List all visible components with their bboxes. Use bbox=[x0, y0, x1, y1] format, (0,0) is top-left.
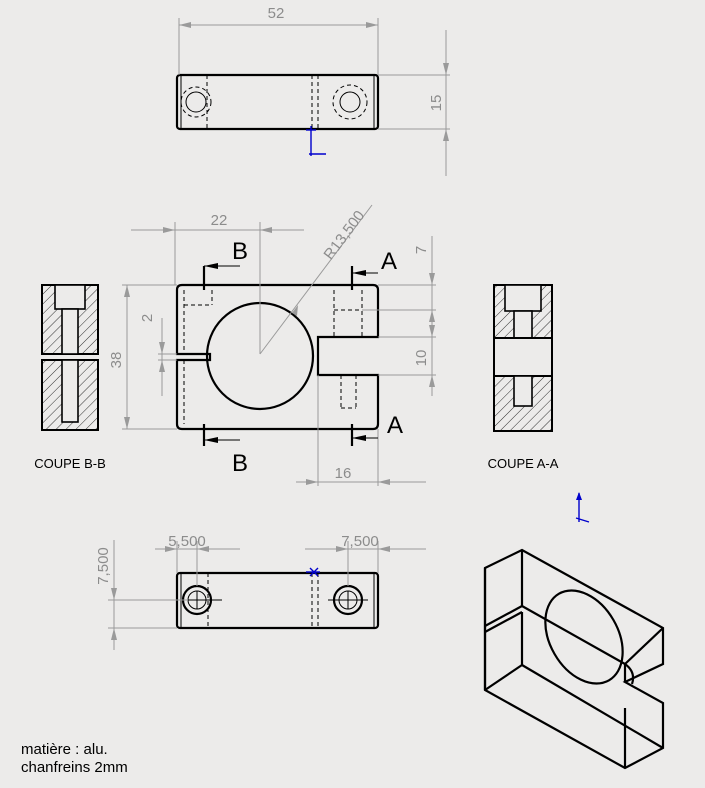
top-width-dim: 52 bbox=[268, 5, 285, 22]
section-b-top-label: B bbox=[232, 238, 248, 265]
height-dim: 38 bbox=[108, 352, 125, 369]
slot-depth-dim: 16 bbox=[335, 465, 352, 482]
section-a-bottom-label: A bbox=[387, 412, 403, 439]
bottom-origin-marker bbox=[306, 567, 320, 577]
isometric-view bbox=[483, 548, 665, 770]
front-view: R13,500 22 2 38 7 10 bbox=[108, 204, 436, 486]
front-offset-dim: 22 bbox=[211, 212, 228, 229]
bottom-view: 5,500 7,500 7,500 bbox=[95, 533, 426, 650]
bottom-left-x-dim: 5,500 bbox=[168, 533, 206, 550]
section-aa-caption: COUPE A-A bbox=[488, 456, 559, 471]
bottom-right-x-dim: 7,500 bbox=[341, 533, 379, 550]
top-height-dim: 15 bbox=[428, 95, 445, 112]
gap-dim: 2 bbox=[139, 314, 156, 322]
section-line-b: B B bbox=[202, 238, 248, 477]
section-bb-view: COUPE B-B bbox=[34, 284, 106, 471]
section-bb-caption: COUPE B-B bbox=[34, 456, 106, 471]
origin-marker bbox=[306, 126, 326, 156]
section-line-a: A A bbox=[350, 248, 403, 446]
slot-width-dim: 10 bbox=[413, 350, 430, 367]
material-note: matière : alu. bbox=[21, 741, 108, 758]
chamfer-note: chanfreins 2mm bbox=[21, 759, 128, 776]
radius-dim: R13,500 bbox=[321, 208, 369, 264]
top-view: 52 15 bbox=[175, 5, 450, 176]
bottom-y-dim: 7,500 bbox=[95, 547, 112, 585]
section-b-bottom-label: B bbox=[232, 450, 248, 477]
top-offset-dim: 7 bbox=[413, 246, 430, 254]
view-axis-marker bbox=[575, 492, 590, 523]
section-a-top-label: A bbox=[381, 248, 397, 275]
section-aa-view: COUPE A-A bbox=[488, 284, 590, 523]
